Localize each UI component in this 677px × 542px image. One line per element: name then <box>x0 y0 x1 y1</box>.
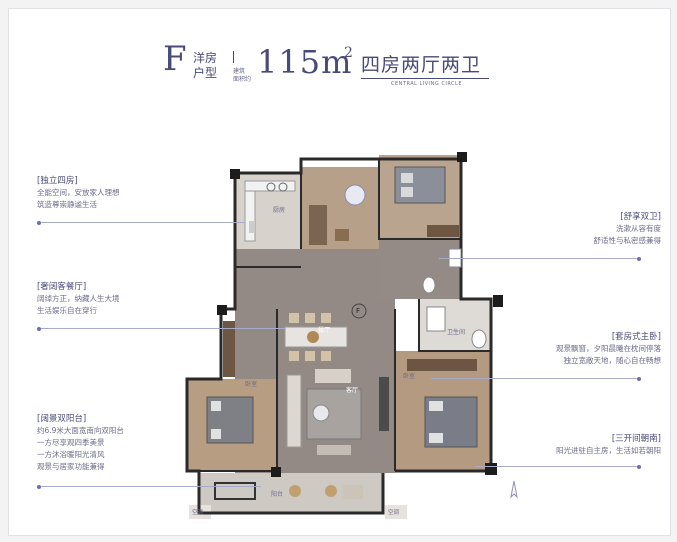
floor-plan <box>185 152 503 519</box>
annotation-balcony: [阔景双阳台] 约6.9米大面宽南向双阳台 一方尽享观四季美景 一方沐浴暖阳光清… <box>37 413 124 473</box>
annotation-living: [奢阔客餐厅] 阔绰方正，纳藏人生大境 生活娱乐自在穿行 <box>37 281 120 317</box>
header: F 洋房 户型 建筑 面积约 115m 2 四房两厅两卫 CENTRAL LIV… <box>9 9 670 89</box>
annotation-bathrooms-line: 舒适性与私密感兼得 <box>593 236 662 245</box>
header-divider <box>233 51 234 63</box>
annotation-balcony-line: 约6.9米大面宽南向双阳台 <box>37 426 124 435</box>
annotation-bedrooms: [独立四房] 全能空间，安放家人理想 筑造尊崇静谧生活 <box>37 175 120 211</box>
annotation-living-line: 生活娱乐自在穿行 <box>37 306 97 315</box>
room-label-ac-left: 空调 <box>192 510 204 516</box>
layout-title: 四房两厅两卫 <box>361 54 482 76</box>
annotation-bathrooms-dot <box>637 257 641 261</box>
annotation-south-line: 阳光进驻自主房，生活如若朝阳 <box>556 446 661 455</box>
area-label-bottom: 面积约 <box>233 76 252 83</box>
annotation-master: [套房式主卧] 观景飘窗，夕阳晨曦在枕间停落 独立宽敞天地，随心自在畅想 <box>509 331 661 367</box>
living-set <box>286 369 389 455</box>
annotation-balcony-line: 一方尽享观四季美景 <box>37 438 105 447</box>
annotation-balcony-title: [阔景双阳台] <box>37 414 87 424</box>
room-label-dining: 餐厅 <box>318 327 331 334</box>
room-label-bath: 卫生间 <box>447 329 466 336</box>
area-label-top: 建筑 <box>233 68 246 75</box>
annotation-master-title: [套房式主卧] <box>611 332 661 342</box>
type-label-top: 洋房 <box>193 51 218 65</box>
master-fixtures <box>407 359 478 448</box>
bedroom-ne-fixtures <box>394 166 459 237</box>
annotation-living-leader <box>41 328 285 329</box>
layout-subtitle: CENTRAL LIVING CIRCLE <box>391 81 462 87</box>
area-value: 115m <box>257 43 353 81</box>
bedroom-w-fixtures <box>206 321 254 444</box>
annotation-living-line: 阔绰方正，纳藏人生大境 <box>37 294 120 303</box>
compass-icon <box>510 480 518 499</box>
room-label-living: 客厅 <box>346 387 359 394</box>
room-label-bedroom-west: 卧室 <box>245 381 258 388</box>
room-label-kitchen: 厨房 <box>273 207 286 214</box>
annotation-bathrooms-line: 洗漱从容有度 <box>616 224 661 233</box>
room-label-bedroom-east: 卧室 <box>403 373 416 380</box>
annotation-bedrooms-leader <box>41 222 245 223</box>
annotation-bedrooms-line: 筑造尊崇静谧生活 <box>37 200 97 209</box>
type-label-bottom: 户型 <box>193 66 218 80</box>
floor-corridor-e <box>379 239 461 299</box>
title-rule <box>361 78 489 79</box>
annotation-bedrooms-line: 全能空间，安放家人理想 <box>37 188 120 197</box>
room-label-balcony: 阳台 <box>271 491 284 498</box>
annotation-master-line: 观景飘窗，夕阳晨曦在枕间停落 <box>556 344 661 353</box>
annotation-balcony-leader <box>41 486 261 487</box>
balcony-fixtures <box>214 482 363 500</box>
annotation-master-dot <box>637 377 641 381</box>
kitchen-fixtures <box>244 180 296 242</box>
annotation-south-leader <box>475 466 641 467</box>
annotation-bedrooms-title: [独立四房] <box>37 176 78 186</box>
type-marker-letter: F <box>356 307 361 315</box>
annotation-bedrooms-dot <box>37 221 41 225</box>
poster: F 洋房 户型 建筑 面积约 115m 2 四房两厅两卫 CENTRAL LIV… <box>8 8 671 536</box>
annotation-master-line: 独立宽敞天地，随心自在畅想 <box>563 356 662 365</box>
annotation-living-dot <box>37 327 41 331</box>
annotation-south: [三开间朝南] 阳光进驻自主房，生活如若朝阳 <box>509 433 661 457</box>
annotation-master-leader <box>431 378 641 379</box>
type-marker <box>351 303 367 319</box>
annotation-balcony-line: 一方沐浴暖阳光清风 <box>37 450 105 459</box>
type-letter: F <box>163 39 187 79</box>
annotation-bathrooms-leader <box>439 258 641 259</box>
annotation-balcony-dot <box>37 485 41 489</box>
annotation-south-dot <box>637 465 641 469</box>
annotation-balcony-line: 观景与居家功能兼得 <box>37 462 105 471</box>
dining-set <box>284 313 348 361</box>
annotation-bathrooms: [舒享双卫] 洗漱从容有度 舒适性与私密感兼得 <box>581 211 662 247</box>
annotation-bathrooms-title: [舒享双卫] <box>620 212 661 222</box>
area-exponent: 2 <box>344 45 353 61</box>
annotation-south-title: [三开间朝南] <box>611 434 661 444</box>
floor-ac-right <box>385 505 407 519</box>
bedroom-n-fixtures <box>309 184 366 245</box>
room-label-ac-right: 空调 <box>388 510 400 516</box>
annotation-living-title: [奢阔客餐厅] <box>37 282 87 292</box>
